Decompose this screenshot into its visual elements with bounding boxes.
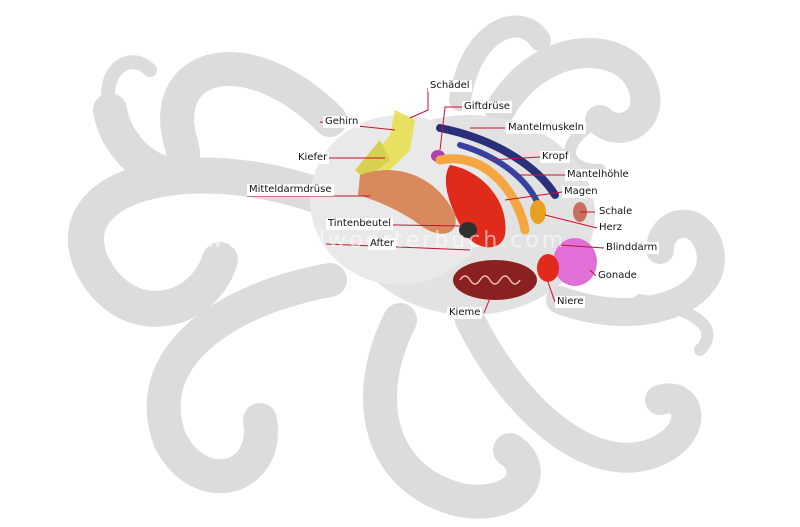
label-mitteldarmdruese: Mitteldarmdrüse — [247, 184, 334, 196]
label-herz: Herz — [597, 222, 625, 234]
kiefer-organ — [355, 140, 390, 180]
label-blinddarm: Blinddarm — [604, 242, 660, 254]
leader-lines — [247, 88, 605, 314]
tentacles — [67, 15, 725, 519]
label-gehirn: Gehirn — [323, 116, 361, 128]
label-giftdruese: Giftdrüse — [462, 101, 512, 113]
label-kiefer: Kiefer — [296, 152, 330, 164]
tintenbeutel-organ — [459, 222, 477, 238]
label-magen: Magen — [562, 186, 600, 198]
label-mantelmuskeln: Mantelmuskeln — [506, 122, 586, 134]
label-after: After — [368, 238, 397, 250]
mantelmuskeln-organ — [436, 124, 559, 199]
kieme-lamellae — [459, 275, 521, 285]
label-kieme: Kieme — [447, 307, 483, 319]
mitteldarmdruese-organ — [358, 169, 456, 234]
kieme-organ — [453, 260, 537, 300]
label-schale: Schale — [597, 206, 635, 218]
label-niere: Niere — [555, 296, 586, 308]
niere-organ — [537, 254, 559, 282]
kropf-organ — [435, 154, 530, 235]
gonade-organ — [553, 238, 597, 286]
label-kropf: Kropf — [540, 151, 571, 163]
label-schaedel: Schädel — [428, 80, 472, 92]
label-mantelhoehle: Mantelhöhle — [565, 169, 631, 181]
herz-organ — [530, 200, 546, 224]
label-tintenbeutel: Tintenbeutel — [326, 218, 394, 230]
label-gonade: Gonade — [596, 270, 639, 282]
